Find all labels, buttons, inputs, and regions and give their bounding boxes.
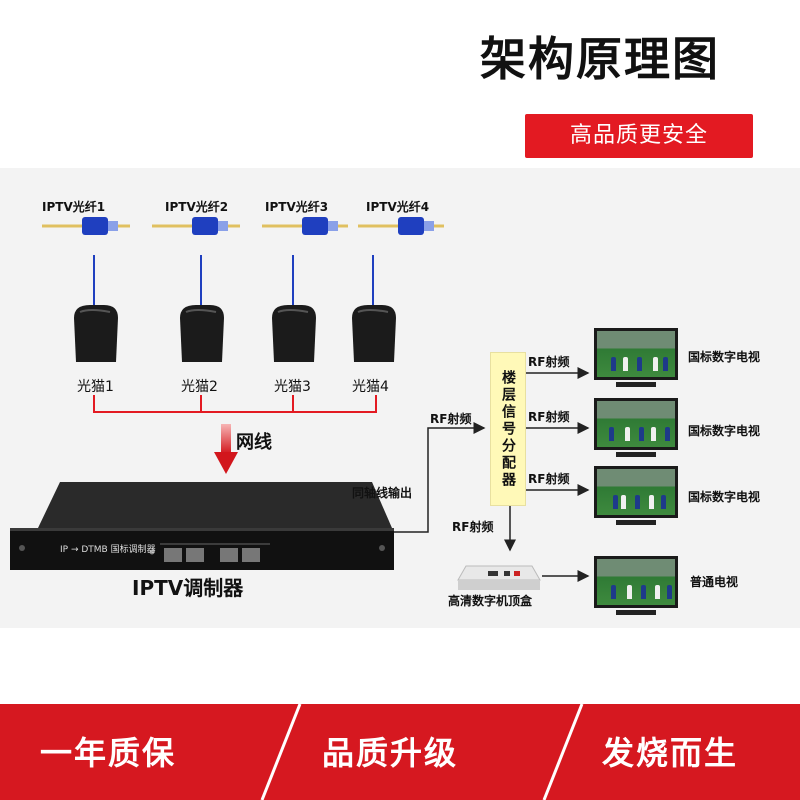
modem-3-icon [272, 305, 316, 362]
floor-signal-splitter: 楼层信号分配器 [490, 352, 526, 506]
rf-label-tv-1: RF射频 [528, 355, 570, 369]
rf-label-stb: RF射频 [452, 520, 494, 534]
digital-tv-3-icon [594, 466, 678, 525]
modulator-panel-text: IP → DTMB 国标调制器 [60, 545, 156, 555]
slogan-enthusiast: 发烧而生 [602, 734, 739, 772]
fiber-connector-1 [42, 217, 130, 235]
normal-tv-icon [594, 556, 678, 615]
set-top-box-icon [457, 565, 541, 590]
slogan-quality: 品质升级 [322, 734, 459, 772]
modem-2-icon [180, 305, 224, 362]
slogan-band [0, 704, 800, 800]
modulator-name: IPTV调制器 [132, 576, 244, 600]
iptv-modulator-device [10, 482, 394, 570]
network-cable-label: 网线 [236, 432, 272, 453]
tv-label-2: 国标数字电视 [688, 424, 761, 438]
modem-label-2: 光猫2 [181, 379, 218, 395]
fiber-label-1: IPTV光纤1 [42, 200, 106, 214]
digital-tv-2-icon [594, 398, 678, 457]
coax-output-label: 同轴线输出 [352, 486, 413, 500]
modem-1-icon [74, 305, 118, 362]
fiber-connector-3 [262, 217, 348, 235]
tv-label-3: 国标数字电视 [688, 490, 761, 504]
network-arrow-icon [214, 424, 238, 474]
modem-label-3: 光猫3 [274, 379, 311, 395]
fiber-label-4: IPTV光纤4 [366, 200, 430, 214]
normal-tv-label: 普通电视 [690, 575, 739, 589]
modem-label-4: 光猫4 [352, 379, 389, 395]
tagline-badge: 高品质更安全 [525, 114, 753, 158]
stb-label: 高清数字机顶盒 [448, 594, 533, 608]
slogan-warranty: 一年质保 [40, 734, 177, 772]
fiber-label-2: IPTV光纤2 [165, 200, 229, 214]
fiber-connector-4 [358, 217, 444, 235]
diagram-canvas [10, 217, 590, 590]
page-title: 架构原理图 [480, 32, 720, 86]
modem-4-icon [352, 305, 396, 362]
modem-label-1: 光猫1 [77, 379, 114, 395]
fiber-connector-2 [152, 217, 240, 235]
digital-tv-1-icon [594, 328, 678, 387]
fiber-label-3: IPTV光纤3 [265, 200, 329, 214]
rf-input-label: RF射频 [430, 412, 472, 426]
slogan-dividers [260, 704, 584, 800]
tv-label-1: 国标数字电视 [688, 350, 761, 364]
rf-label-tv-3: RF射频 [528, 472, 570, 486]
rf-label-tv-2: RF射频 [528, 410, 570, 424]
